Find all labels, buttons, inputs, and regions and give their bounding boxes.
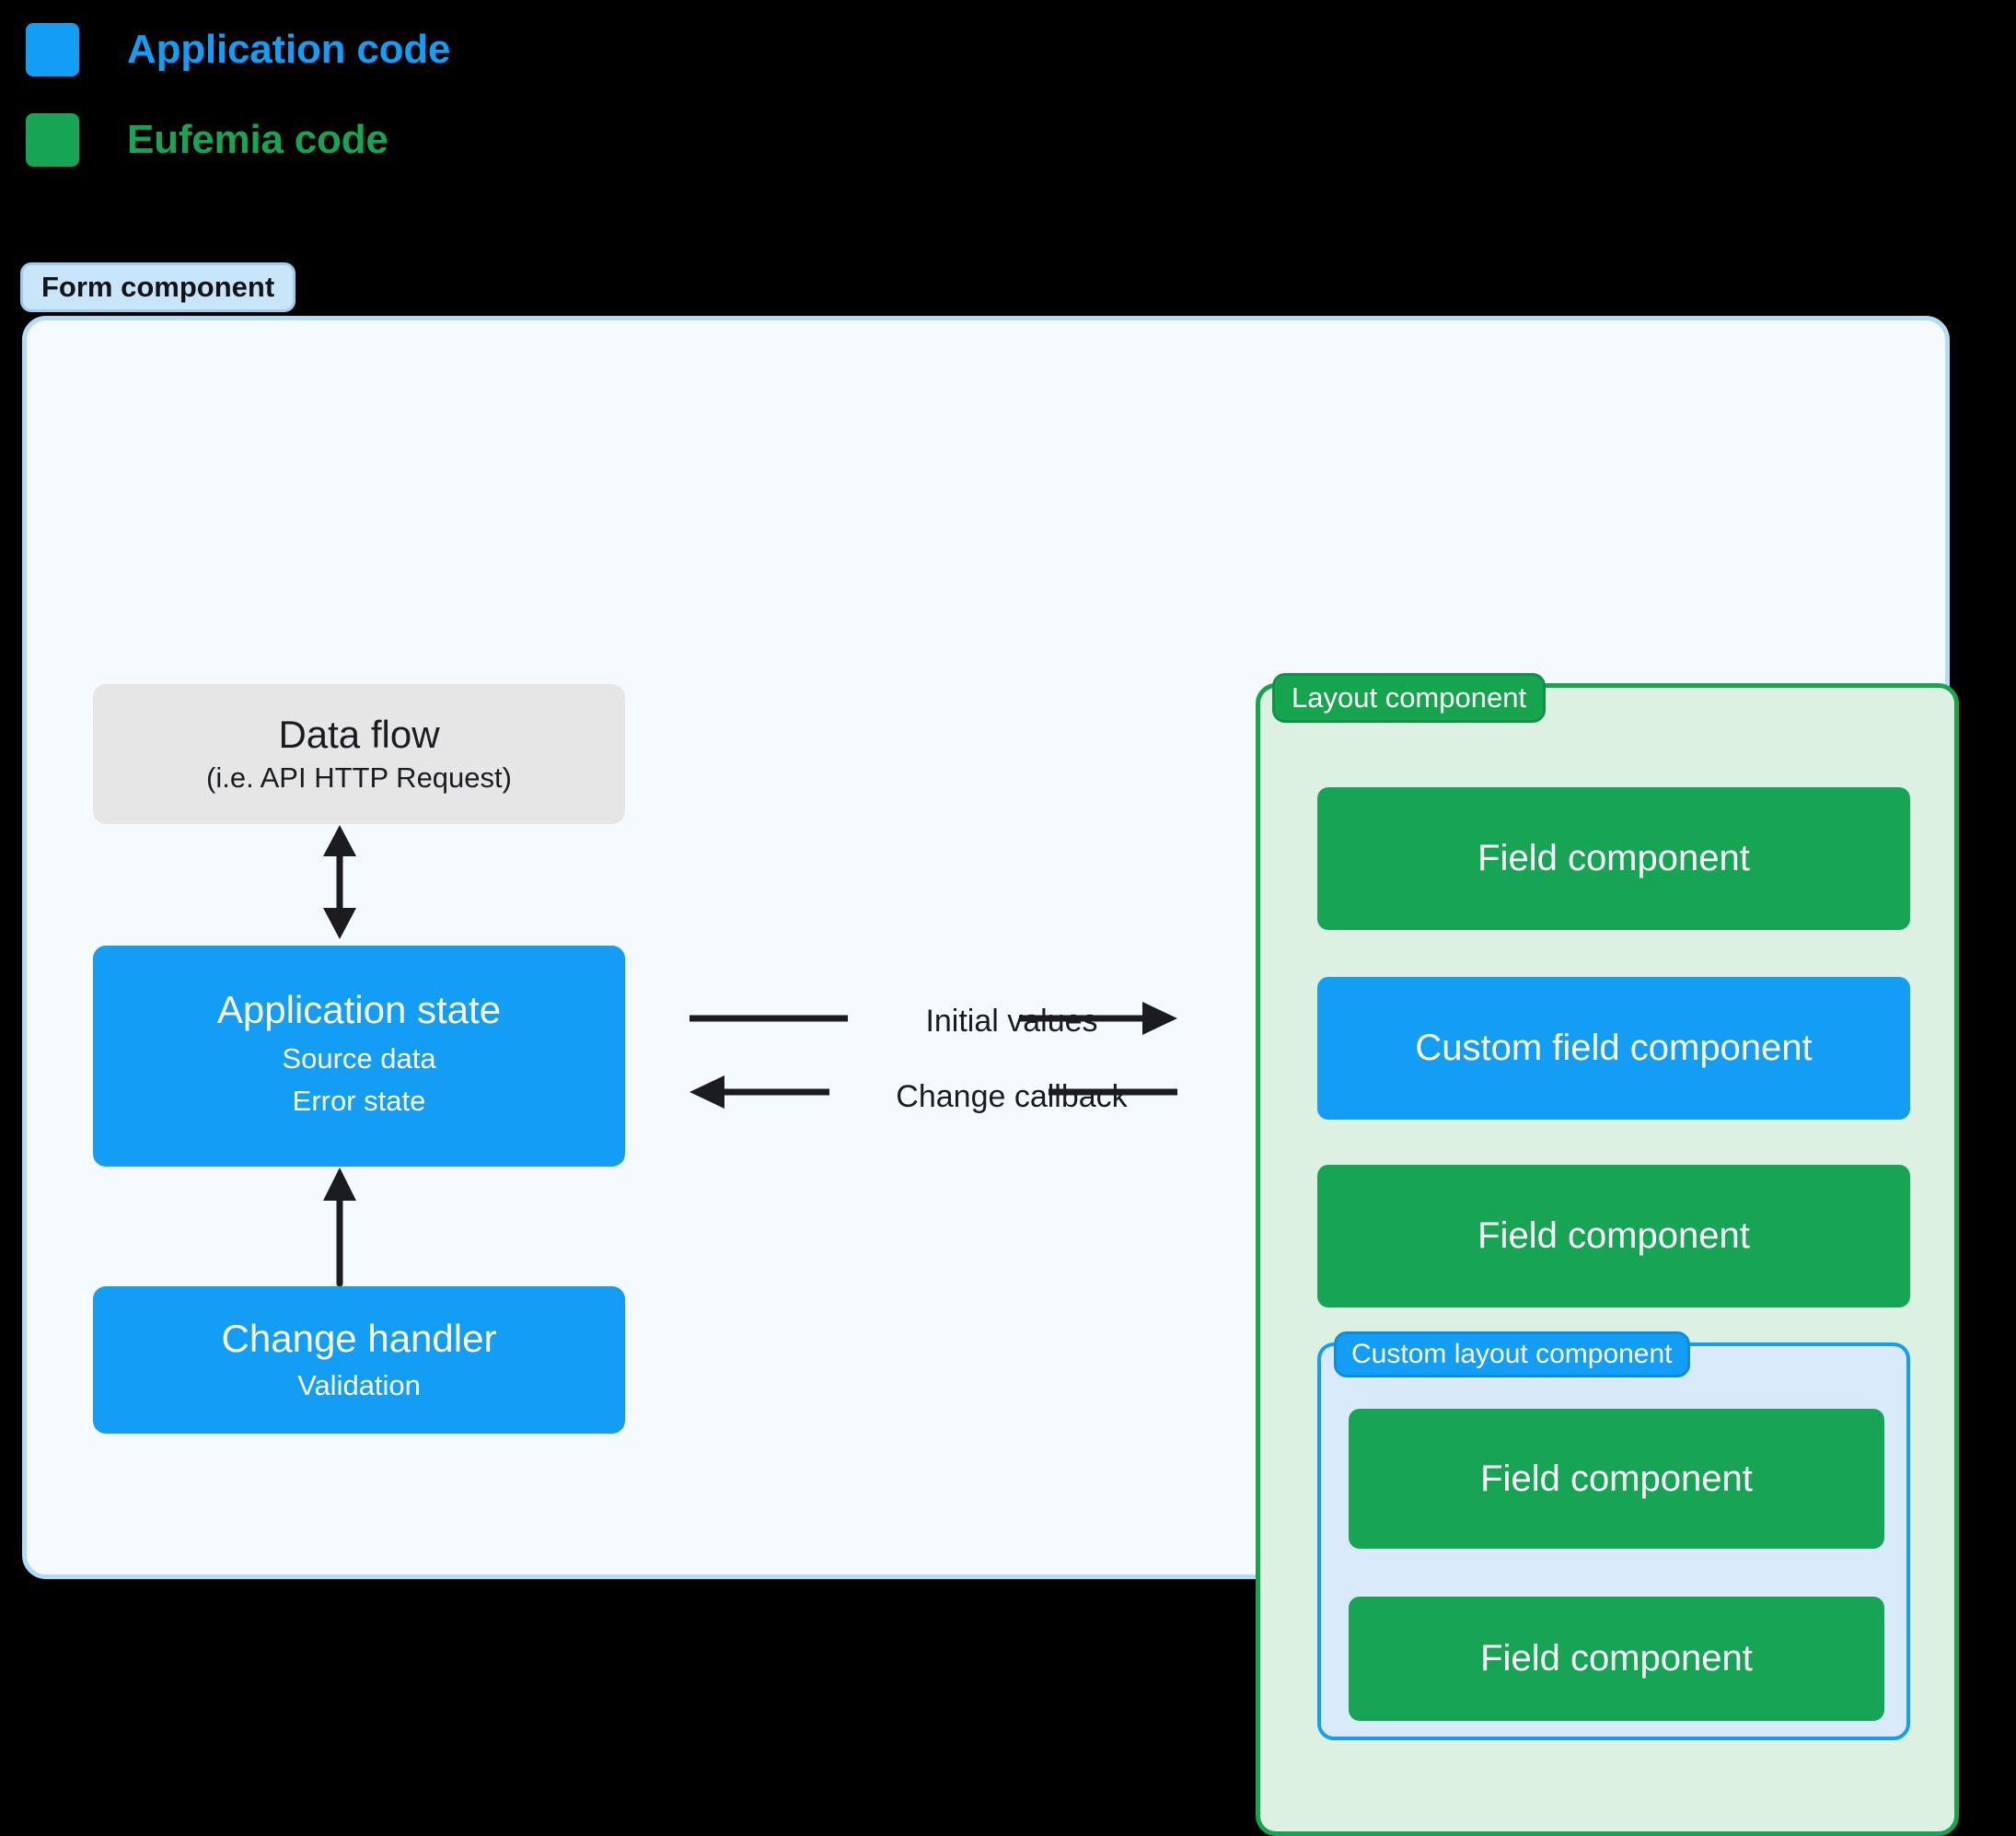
data-flow-to-application-state-arrow-icon [323,825,356,939]
custom-layout-component-container: Custom layout component Field component … [1317,1331,1910,1740]
change-callback-label: Change callback [896,1079,1128,1114]
data-flow-box: Data flow (i.e. API HTTP Request) [93,684,625,824]
legend-label-eufemia-code: Eufemia code [127,117,388,162]
custom-layout-component-badge: Custom layout component [1334,1331,1690,1377]
legend: Application code Eufemia code [26,17,670,197]
legend-item-eufemia-code: Eufemia code [26,107,670,173]
data-flow-subtitle: (i.e. API HTTP Request) [206,761,512,794]
form-component-container: Data flow (i.e. API HTTP Request) Applic… [22,316,1959,1836]
form-component-badge: Form component [20,262,296,312]
change-handler-title: Change handler [221,1316,497,1360]
legend-label-application-code: Application code [127,27,451,72]
custom-field-component: Custom field component [1317,977,1910,1120]
eufemia-code-swatch-icon [26,113,79,167]
change-handler-box: Change handler Validation [93,1286,625,1434]
field-component-3: Field component [1349,1409,1884,1549]
field-component-1: Field component [1317,787,1910,930]
legend-item-application-code: Application code [26,17,670,83]
application-state-title: Application state [216,987,502,1031]
application-state-box: Application state Source data Error stat… [93,946,625,1167]
initial-values-arrow-icon [689,1002,1177,1035]
change-handler-subtitle: Validation [297,1368,421,1401]
application-state-subtitle-source-data: Source data [282,1041,436,1075]
initial-values-label: Initial values [925,1004,1098,1039]
layout-component-badge: Layout component [1272,673,1547,723]
field-component-2: Field component [1317,1165,1910,1307]
change-callback-arrow-icon [689,1075,1177,1109]
change-handler-to-application-state-arrow-icon [323,1168,356,1287]
application-code-swatch-icon [26,23,79,76]
data-flow-title: Data flow [278,712,440,756]
field-component-4: Field component [1349,1597,1884,1721]
application-state-subtitle-error-state: Error state [292,1084,426,1117]
layout-component-container: Layout component Field component Custom … [1256,673,1959,1836]
